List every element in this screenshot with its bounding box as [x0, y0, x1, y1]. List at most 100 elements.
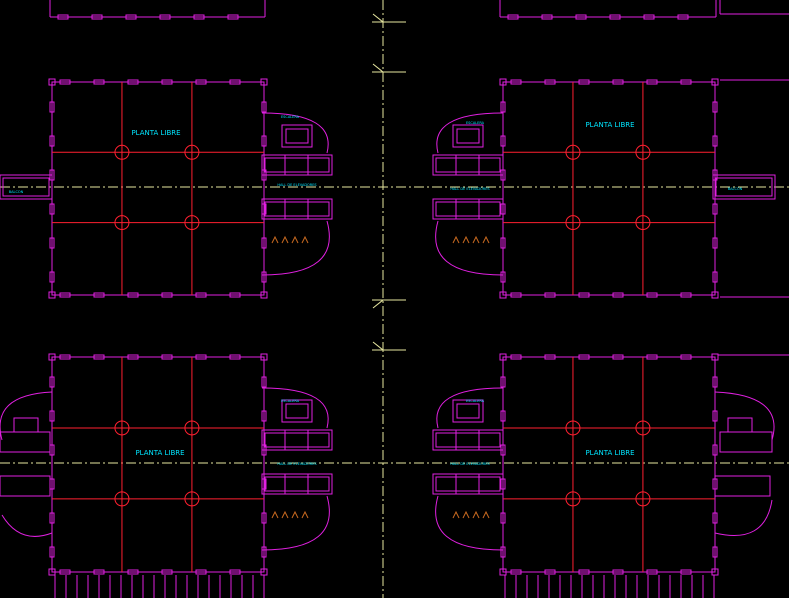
section-arrow	[372, 63, 384, 73]
elevator-bank-inner	[435, 201, 501, 217]
plate-label-planta-libre: PLANTA LIBRE	[585, 449, 634, 457]
wall-tick	[161, 79, 173, 85]
side-balcony	[0, 174, 53, 200]
stair-tread-mark	[452, 235, 460, 244]
wall-tick	[712, 376, 718, 388]
column-circle	[114, 420, 130, 436]
curved-enclosure-bottom	[261, 495, 330, 551]
column-circle	[635, 491, 651, 507]
wall-tick	[643, 14, 655, 20]
corner-column	[260, 353, 268, 361]
wall-tick	[161, 292, 173, 298]
column-circle	[184, 491, 200, 507]
wall-tick	[500, 512, 506, 524]
side-curve	[0, 391, 53, 441]
wall-tick	[646, 292, 658, 298]
stair-tread-mark	[472, 235, 480, 244]
lobby-label: HALL DE ELEVADORES	[277, 183, 317, 187]
elevator-bank-inner	[435, 157, 501, 173]
wall-tick	[93, 354, 105, 360]
corner-column	[711, 78, 719, 86]
wall-tick	[59, 292, 71, 298]
wall-tick	[500, 410, 506, 422]
wall-tick	[500, 376, 506, 388]
wall-tick	[612, 79, 624, 85]
wall-tick	[500, 101, 506, 113]
wall-tick	[49, 135, 55, 147]
core-label: ESCALERA	[281, 115, 300, 119]
stair-box-inner	[285, 128, 309, 144]
wall-tick	[510, 292, 522, 298]
column-circle	[114, 144, 130, 160]
wall-tick	[195, 79, 207, 85]
side-balcony	[712, 174, 776, 200]
wall-tick	[578, 79, 590, 85]
side-elevator-bank	[714, 475, 771, 497]
wall-tick	[646, 79, 658, 85]
wall-tick	[578, 569, 590, 575]
wall-tick	[261, 546, 267, 558]
wall-tick	[261, 135, 267, 147]
wall-tick	[229, 292, 241, 298]
side-curve	[714, 499, 773, 537]
balcony-label: BALCON	[9, 190, 24, 194]
wall-tick	[712, 271, 718, 283]
wall-tick	[159, 14, 171, 20]
wall-tick	[49, 546, 55, 558]
elevator-bank-inner	[264, 476, 330, 492]
side-balcony-inner	[2, 177, 50, 197]
wall-tick	[93, 79, 105, 85]
wall-tick	[712, 444, 718, 456]
wall-tick	[261, 237, 267, 249]
curved-enclosure-bottom	[435, 220, 504, 276]
floor-plate-outline	[502, 81, 716, 296]
floor-plate-outline	[502, 356, 716, 573]
wall-tick	[612, 569, 624, 575]
column-circle	[114, 215, 130, 231]
plate-label-planta-libre: PLANTA LIBRE	[585, 121, 634, 129]
stair-box	[281, 124, 313, 148]
elevator-bank	[432, 429, 504, 451]
curved-enclosure-top	[436, 112, 504, 154]
wall-tick	[261, 410, 267, 422]
wall-tick	[510, 354, 522, 360]
stair-tread-mark	[482, 510, 490, 519]
wall-tick	[712, 512, 718, 524]
elevator-bank-inner	[264, 432, 330, 448]
stair-box-inner	[285, 403, 309, 419]
stair-tread-mark	[472, 510, 480, 519]
wall-tick	[510, 79, 522, 85]
wall-tick	[712, 546, 718, 558]
wall-tick	[712, 203, 718, 215]
wall-tick	[229, 354, 241, 360]
wall-tick	[680, 292, 692, 298]
stair-box-inner	[456, 128, 480, 144]
wall-tick	[49, 101, 55, 113]
wall-tick	[680, 354, 692, 360]
plate-label-planta-libre: PLANTA LIBRE	[131, 129, 180, 137]
wall-tick	[500, 135, 506, 147]
side-elevator-bank	[0, 475, 51, 497]
section-arrow	[372, 13, 384, 23]
stair-tread-mark	[482, 235, 490, 244]
elevator-bank-inner	[264, 157, 330, 173]
elevator-bank	[261, 429, 333, 451]
lobby-label: HALL DE ELEVADORES	[450, 187, 490, 191]
elevator-bank-inner	[264, 201, 330, 217]
column-circle	[184, 420, 200, 436]
wall-tick	[195, 569, 207, 575]
wall-tick	[712, 237, 718, 249]
wall-tick	[646, 569, 658, 575]
wall-tick	[193, 14, 205, 20]
stair-tread-mark	[281, 510, 289, 519]
wall-tick	[544, 354, 556, 360]
wall-tick	[612, 292, 624, 298]
wall-tick	[127, 79, 139, 85]
column-circle	[565, 491, 581, 507]
elevator-bank-inner	[435, 476, 501, 492]
core-label: ESCALERA	[281, 399, 300, 403]
wall-tick	[712, 410, 718, 422]
wall-tick	[646, 354, 658, 360]
wall-tick	[261, 512, 267, 524]
